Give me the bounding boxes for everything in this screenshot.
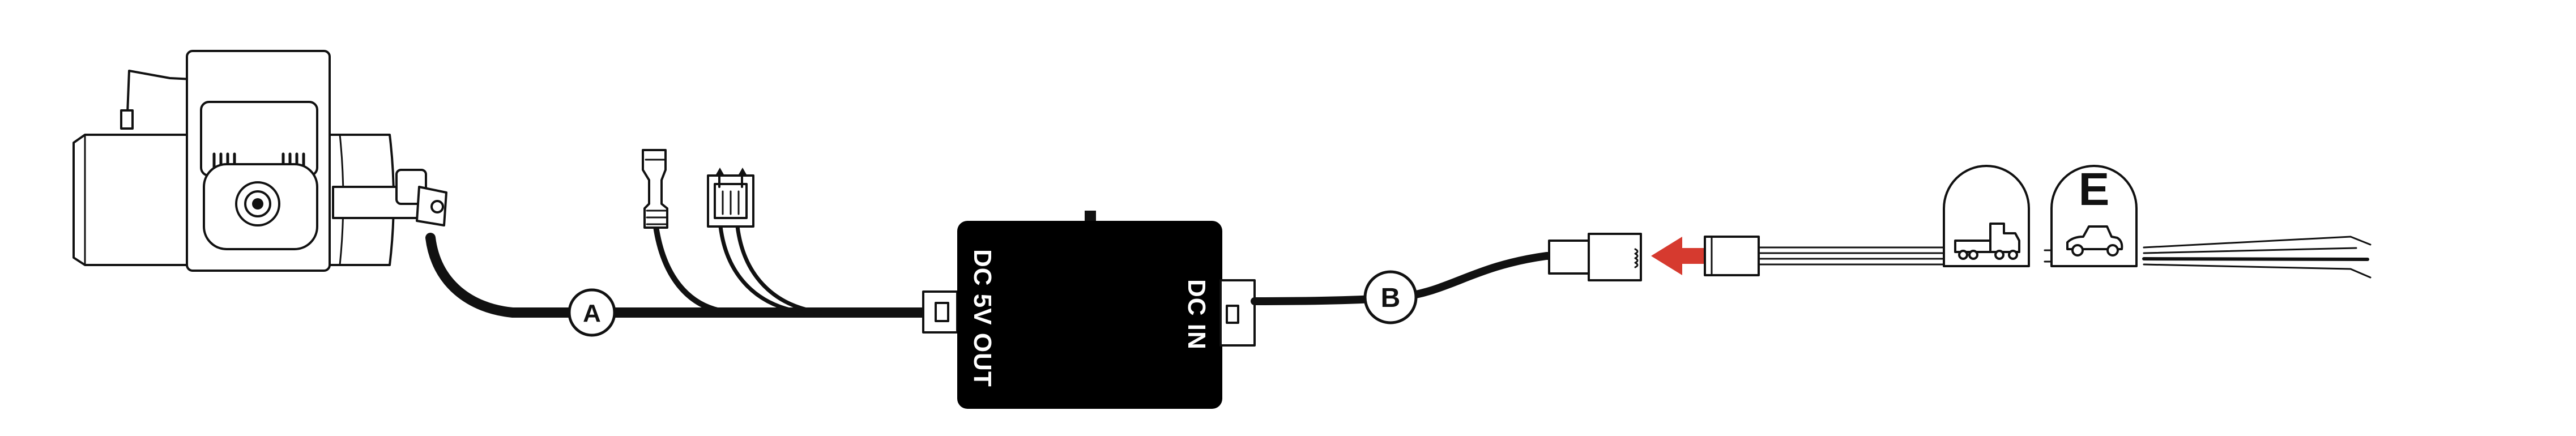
converter-box: DC 5V OUT DC IN xyxy=(957,211,1256,409)
car-tag: E xyxy=(2050,164,2138,267)
label-a-callout: A xyxy=(568,288,616,337)
tag-e-label: E xyxy=(2079,164,2110,215)
cable-b-connector xyxy=(1548,233,1642,281)
converter-out-label: DC 5V OUT xyxy=(969,249,996,387)
vehicle-wires xyxy=(1758,236,2372,279)
connector-plug-icon xyxy=(707,168,754,228)
label-b: B xyxy=(1381,283,1401,313)
dash-camera-icon xyxy=(72,50,447,272)
truck-icon xyxy=(1954,223,2020,260)
vintage-car-icon xyxy=(2066,225,2123,257)
vehicle-plug xyxy=(1704,236,1760,276)
converter-in-label: DC IN xyxy=(1183,279,1210,350)
insert-arrow-icon xyxy=(1651,237,1705,275)
label-b-callout: B xyxy=(1363,270,1418,324)
cable-a xyxy=(425,224,934,318)
audio-jack-icon xyxy=(642,149,668,229)
label-a: A xyxy=(583,300,601,327)
cable-a-connector xyxy=(922,290,958,334)
